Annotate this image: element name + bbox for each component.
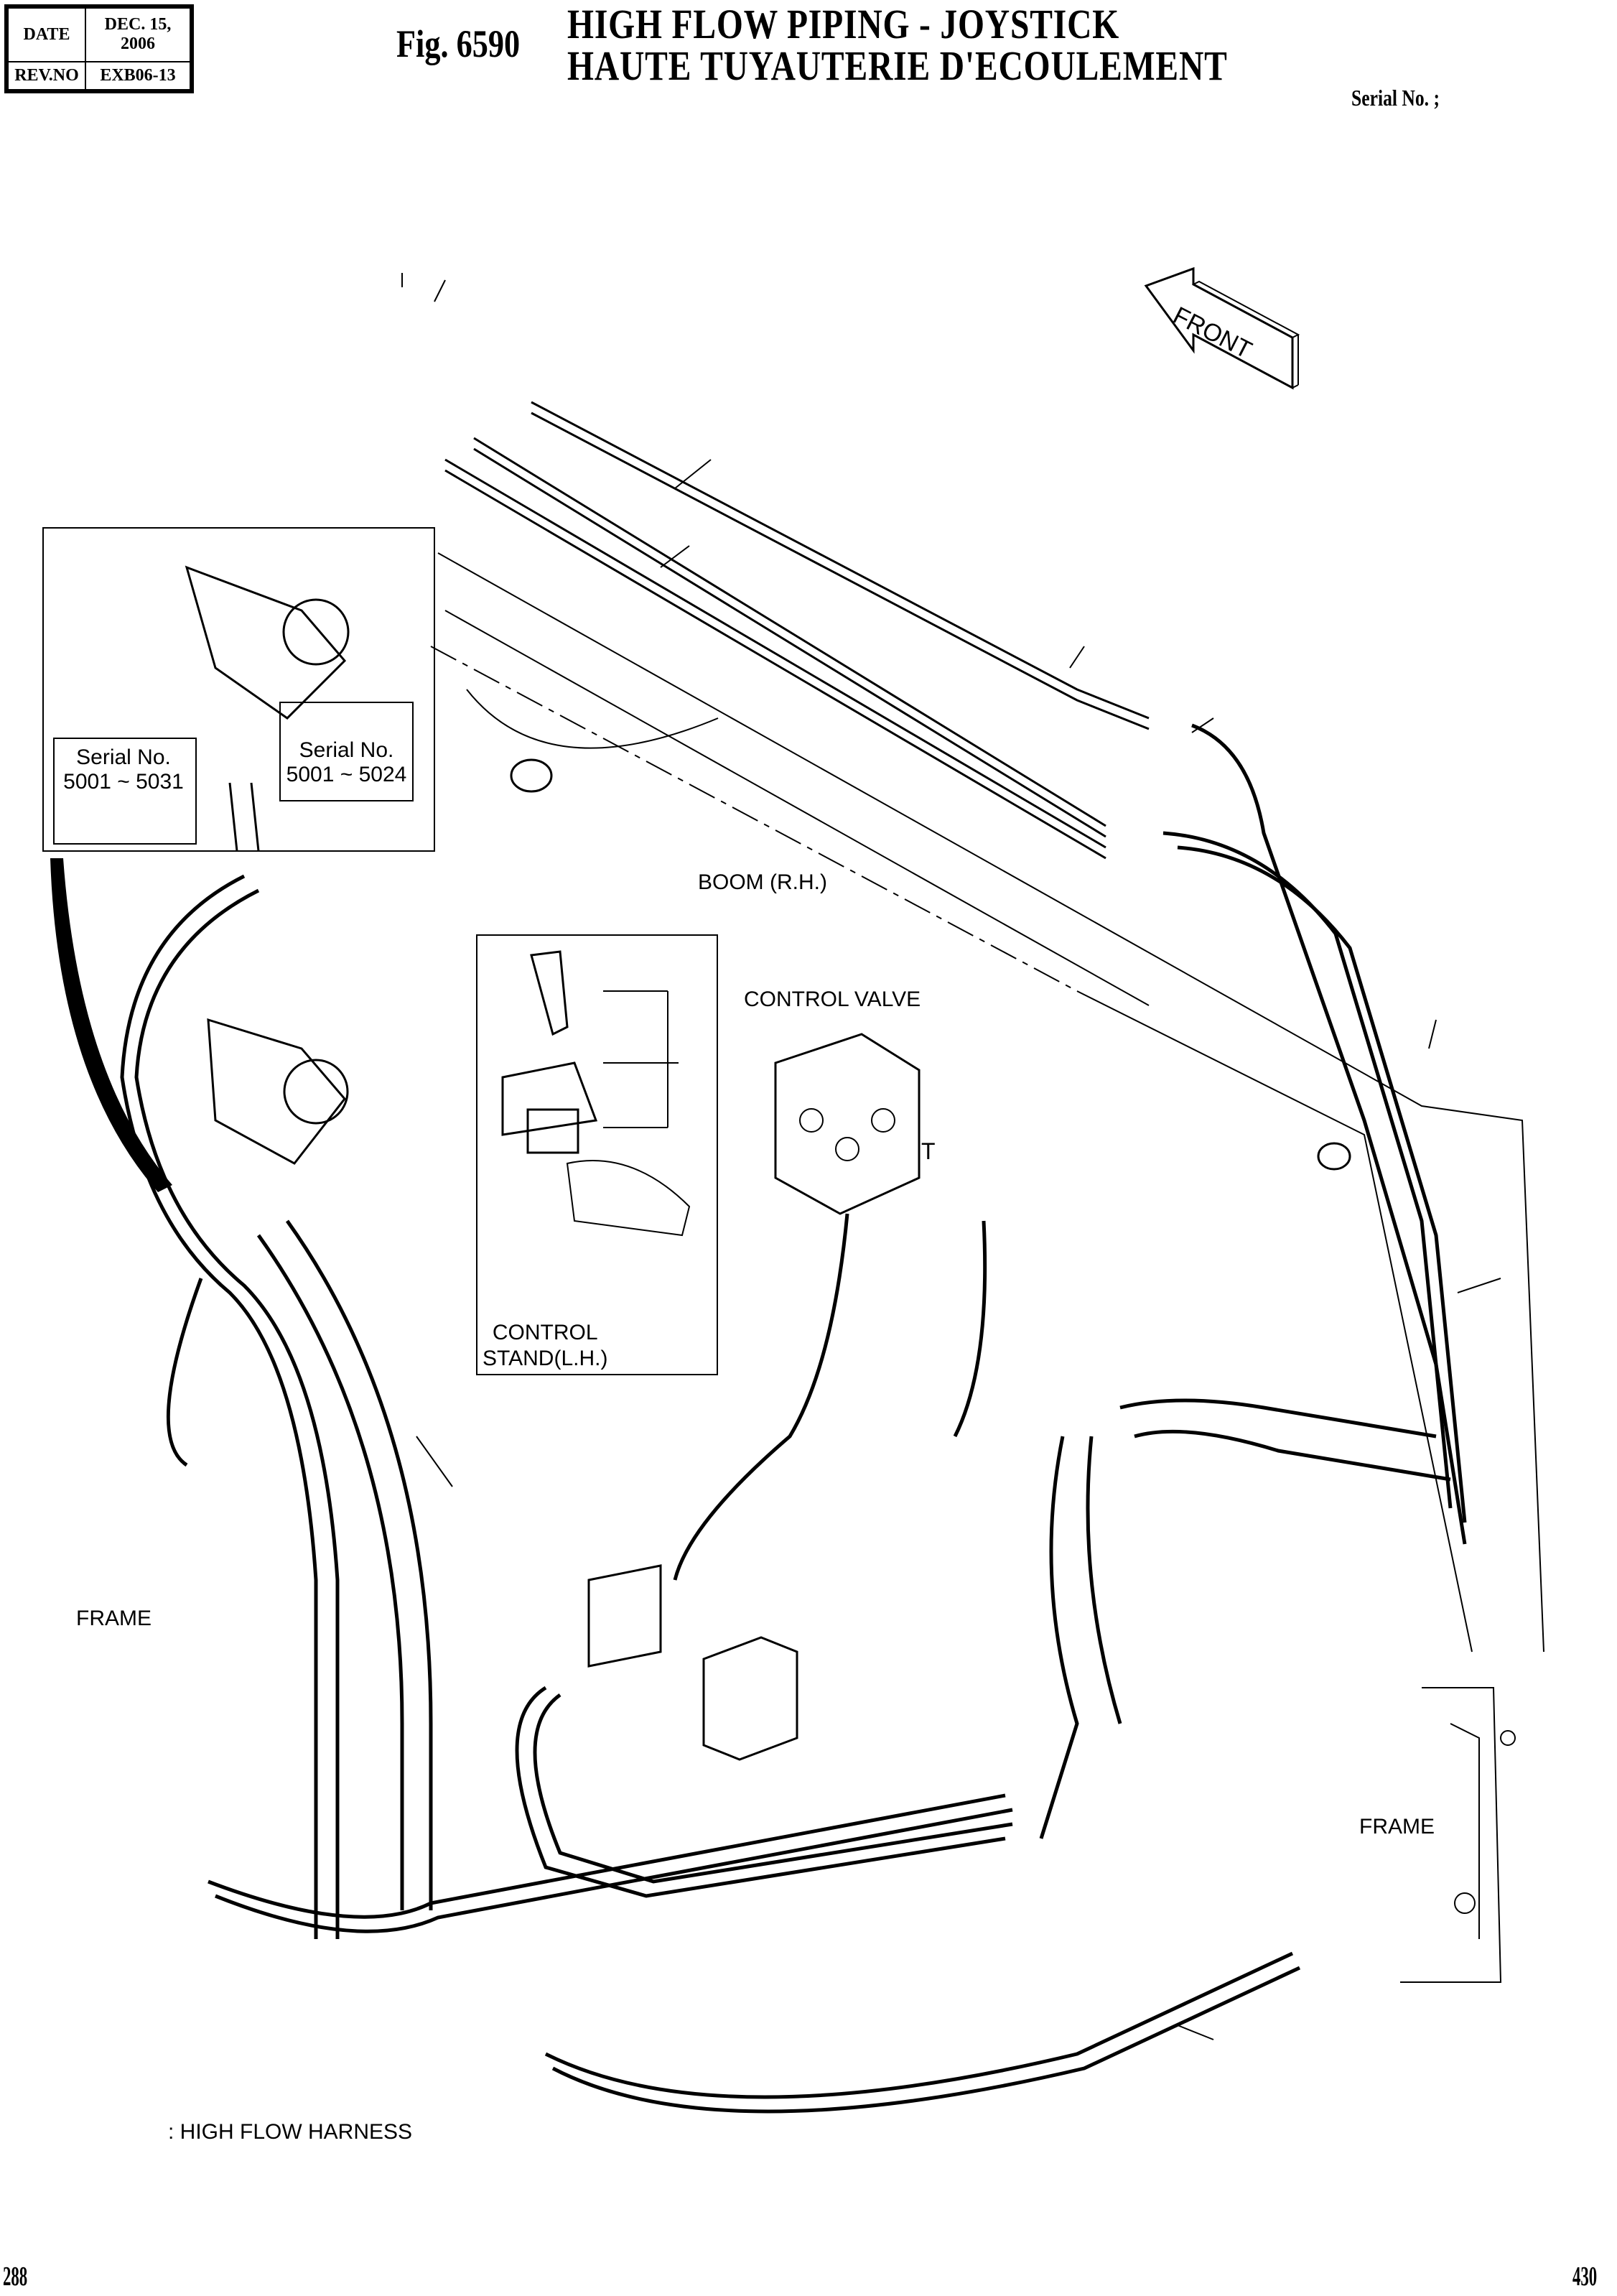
title-english: HIGH FLOW PIPING - JOYSTICK <box>567 1 1120 47</box>
control-valve-label: CONTROL VALVE <box>744 987 921 1011</box>
control-stand-line2: STAND(L.H.) <box>483 1347 608 1370</box>
left-pump-assembly <box>120 874 433 1939</box>
valve-port-label: T <box>921 1138 936 1164</box>
page-number-left: 288 <box>3 2262 28 2292</box>
front-arrow-icon <box>1144 266 1300 390</box>
date-value: DEC. 15, 2006 <box>85 6 192 62</box>
serial-number: Serial No. ; <box>1351 85 1440 111</box>
inset-pump-detail <box>42 527 435 852</box>
page-number-right: 430 <box>1572 2262 1598 2292</box>
inset-serial-a-line1: Serial No. <box>76 745 171 769</box>
title-french: HAUTE TUYAUTERIE D'ECOULEMENT <box>567 42 1228 89</box>
inset-serial-a-line2: 5001 ~ 5031 <box>63 770 184 794</box>
inset-serial-b-line2: 5001 ~ 5024 <box>286 763 407 786</box>
inset-serial-b: Serial No. 5001 ~ 5024 <box>284 738 409 787</box>
joystick-inset <box>476 934 718 1375</box>
date-label: DATE <box>6 6 86 62</box>
revision-table: DATE DEC. 15, 2006 REV.NO EXB06-13 <box>4 4 194 93</box>
control-stand-label: CONTROL STAND(L.H.) <box>483 1320 607 1372</box>
top-pipes <box>444 401 1467 1545</box>
frame-label-right: FRAME <box>1359 1815 1435 1839</box>
figure-number: Fig. 6590 <box>396 22 521 65</box>
frame-label-left: FRAME <box>76 1607 152 1630</box>
inset-serial-a: Serial No. 5001 ~ 5031 <box>59 745 188 794</box>
inset-serial-b-line1: Serial No. <box>299 738 394 762</box>
rev-value: EXB06-13 <box>85 60 192 93</box>
bottom-hoses <box>208 1398 1451 2114</box>
boom-label: BOOM (R.H.) <box>698 870 827 894</box>
control-valve <box>673 1033 987 1581</box>
boom-outline <box>430 552 1544 1653</box>
rev-label: REV.NO <box>6 60 86 93</box>
manifold-block <box>587 1564 798 1761</box>
high-flow-harness <box>50 858 172 1192</box>
callout-leaders <box>401 273 1501 2040</box>
right-frame <box>1400 1687 1516 1983</box>
control-stand-line1: CONTROL <box>492 1321 598 1344</box>
harness-legend: : HIGH FLOW HARNESS <box>168 2120 413 2144</box>
